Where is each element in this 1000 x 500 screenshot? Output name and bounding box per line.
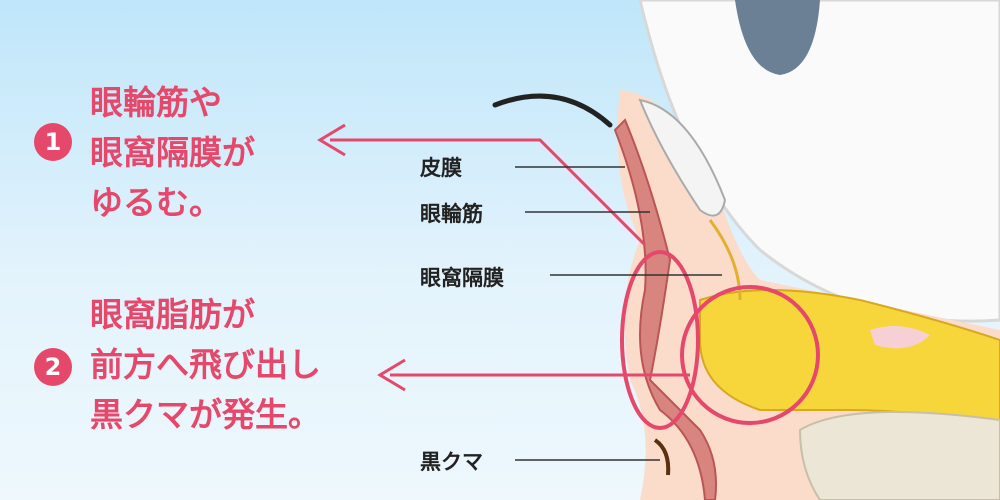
- cause-line: 眼輪筋や: [90, 83, 222, 122]
- iris: [735, 0, 820, 75]
- number-badge-2: 2: [34, 348, 72, 386]
- cause-1-text: 眼輪筋や 眼窩隔膜が ゆるむ。: [90, 78, 255, 228]
- cause-line: 黒クマが発生。: [90, 395, 321, 434]
- highlight-circle-muscle: [620, 250, 700, 430]
- cause-line: 眼窩脂肪が: [90, 295, 255, 334]
- number-badge-1: 1: [34, 123, 72, 161]
- highlight-circle-fat: [680, 285, 820, 425]
- eyelash: [492, 93, 613, 128]
- label-dark-circle: 黒クマ: [420, 450, 483, 474]
- orbital-septum: [708, 219, 742, 301]
- label-septum: 眼窩隔膜: [420, 266, 504, 290]
- label-orbicularis: 眼輪筋: [420, 202, 483, 226]
- label-skin: 皮膜: [420, 156, 462, 180]
- arrow-1: [330, 138, 647, 247]
- cheekbone: [798, 411, 1000, 500]
- cause-2-text: 眼窩脂肪が 前方へ飛び出し 黒クマが発生。: [90, 290, 321, 440]
- cause-line: 前方へ飛び出し: [90, 345, 321, 384]
- cause-line: ゆるむ。: [90, 183, 222, 222]
- cause-line: 眼窩隔膜が: [90, 133, 255, 172]
- muscle-tissue: [870, 326, 930, 349]
- arrow-1-head: [317, 123, 346, 157]
- orbital-fat: [699, 289, 1000, 432]
- arrow-2-head: [377, 358, 406, 392]
- cause-1: 1 眼輪筋や 眼窩隔膜が ゆるむ。: [34, 78, 255, 228]
- tarsal-plate: [638, 98, 727, 217]
- orbicularis-muscle: [613, 118, 717, 500]
- dark-circle-shadow: [653, 438, 671, 476]
- cause-2: 2 眼窩脂肪が 前方へ飛び出し 黒クマが発生。: [34, 290, 321, 440]
